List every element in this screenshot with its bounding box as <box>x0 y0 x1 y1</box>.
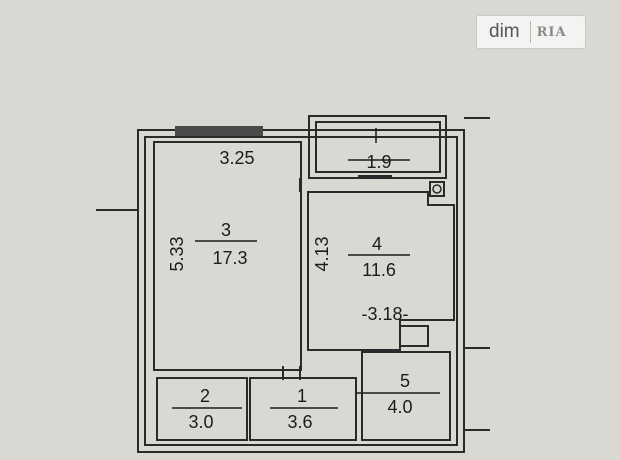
room-3-number: 3 <box>221 220 231 240</box>
dim-room4-width: -3.18- <box>361 304 408 324</box>
dim-room3-length: 5.33 <box>167 236 187 271</box>
vent-shaft <box>429 181 445 197</box>
dim-room4-length: 4.13 <box>312 236 332 271</box>
balcony-area: 1.9 <box>366 152 391 172</box>
room-5-area: 4.0 <box>387 397 412 417</box>
watermark-divider <box>529 21 531 43</box>
vent-circle <box>432 184 442 194</box>
watermark: dim RIA <box>476 15 586 49</box>
outer-walls <box>137 129 465 453</box>
room-fraction-lines <box>172 159 440 409</box>
window-top <box>175 126 263 136</box>
dim-room3-width: 3.25 <box>219 148 254 168</box>
watermark-brand: dim <box>489 21 520 42</box>
balcony-wall <box>308 115 447 179</box>
room-3-area: 17.3 <box>212 248 247 268</box>
watermark-partner: RIA <box>536 24 567 40</box>
room-4-number: 4 <box>372 234 382 254</box>
room-2-number: 2 <box>200 386 210 406</box>
room-4-area: 11.6 <box>362 260 396 280</box>
room-1-number: 1 <box>297 386 307 406</box>
interior-walls <box>153 141 455 441</box>
room-5-number: 5 <box>400 371 410 391</box>
door-marks <box>96 117 490 431</box>
room-1-area: 3.6 <box>287 412 312 432</box>
room-2-area: 3.0 <box>188 412 213 432</box>
